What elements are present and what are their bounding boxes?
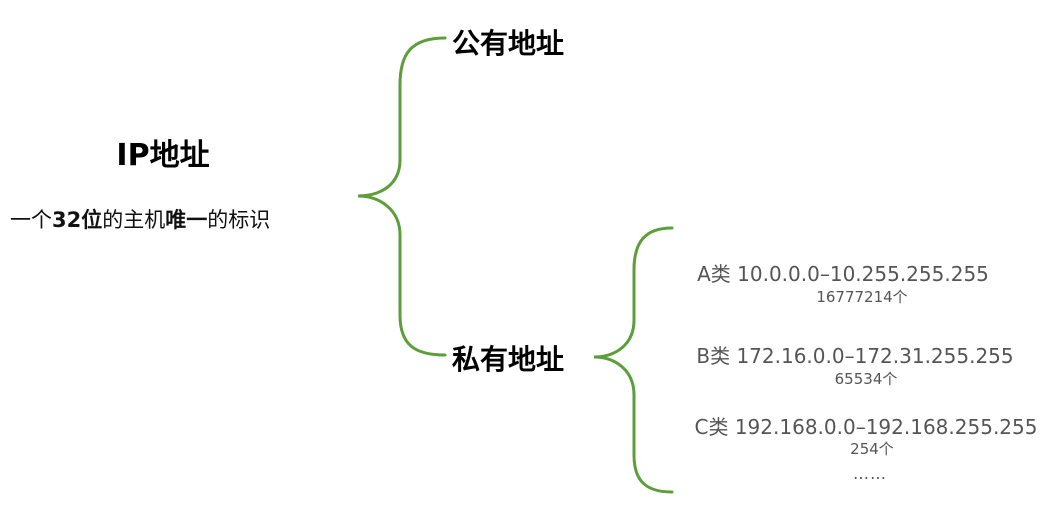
desc-part3: 的主机 <box>102 208 166 232</box>
count-class-b: 65534个 <box>834 370 898 388</box>
root-title: IP地址 <box>116 138 210 173</box>
count-class-c: 254个 <box>850 440 894 458</box>
desc-bits: 32位 <box>52 208 103 232</box>
range-class-b: B类 172.16.0.0–172.31.255.255 <box>696 344 1014 368</box>
desc-part5: 的标识 <box>207 208 271 232</box>
ellipsis: …… <box>853 464 887 483</box>
range-class-c: C类 192.168.0.0–192.168.255.255 <box>694 415 1038 439</box>
count-class-a: 16777214个 <box>816 288 908 306</box>
branch-public: 公有地址 <box>452 27 565 60</box>
desc-unique: 唯一 <box>165 208 208 232</box>
desc-part1: 一个 <box>10 208 52 232</box>
private-brace <box>593 226 674 494</box>
root-description: 一个32位的主机唯一的标识 <box>10 204 270 234</box>
range-class-a: A类 10.0.0.0–10.255.255.255 <box>697 262 989 286</box>
branch-private: 私有地址 <box>452 343 565 376</box>
root-brace <box>357 36 447 357</box>
